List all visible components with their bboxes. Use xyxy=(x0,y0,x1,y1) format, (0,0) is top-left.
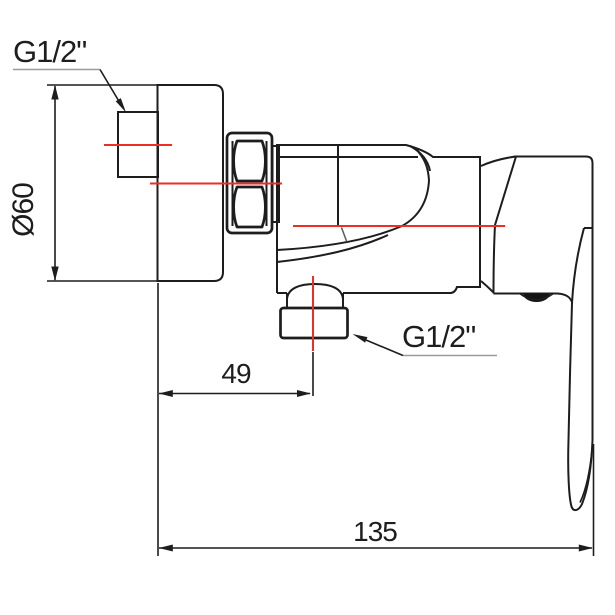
dimension-diameter-60: Ø60 xyxy=(7,84,158,282)
centerlines xyxy=(104,144,505,351)
body-sweep-curve-1 xyxy=(276,179,430,251)
wall-plate-outline xyxy=(156,84,224,282)
wall-plate xyxy=(156,84,224,282)
dim49-arrow-right xyxy=(297,390,311,397)
valve-body xyxy=(276,144,481,294)
inlet-thread-leader-arrow xyxy=(115,98,126,113)
neck-top-curve xyxy=(480,155,517,167)
set-screw-outline xyxy=(519,292,554,301)
set-screw xyxy=(523,293,550,302)
outlet-dome xyxy=(286,282,344,300)
neck-bottom-curve xyxy=(480,280,494,293)
handle xyxy=(480,155,594,512)
body-shell-arc-1 xyxy=(409,145,431,172)
dim135-arrow-right xyxy=(578,544,593,552)
outlet-thread-leader-arrow xyxy=(352,334,368,343)
body-shell-arc-2 xyxy=(414,147,430,181)
handle-cap-top-right xyxy=(514,155,594,226)
body-outline xyxy=(276,144,481,294)
dim135-label: 135 xyxy=(353,516,397,547)
lever-blade-outline xyxy=(567,227,594,512)
dim60-label: Ø60 xyxy=(7,183,40,237)
lever-blade-thickness-line xyxy=(579,444,594,503)
dim49-arrow-left xyxy=(158,390,173,397)
callout-outlet-thread: G1/2" xyxy=(352,319,497,357)
dimension-offset-49: 49 xyxy=(157,283,314,556)
body-surface-tick xyxy=(340,227,348,242)
dimension-width-135: 135 xyxy=(158,444,595,556)
callout-inlet-thread: G1/2" xyxy=(13,34,126,113)
dim60-arrow-up xyxy=(51,85,59,100)
dim135-arrow-left xyxy=(158,544,173,552)
nut-facet-top xyxy=(232,139,267,183)
outlet-thread-leader xyxy=(359,336,404,357)
dim49-label: 49 xyxy=(221,358,251,389)
body-sweep-curve-2 xyxy=(276,234,389,263)
dim60-arrow-down xyxy=(51,266,59,281)
nut-facet-bottom xyxy=(232,185,267,229)
outlet-shoulders xyxy=(286,293,344,308)
outlet-thread-label: G1/2" xyxy=(402,319,475,354)
inlet-thread-label: G1/2" xyxy=(13,34,86,69)
